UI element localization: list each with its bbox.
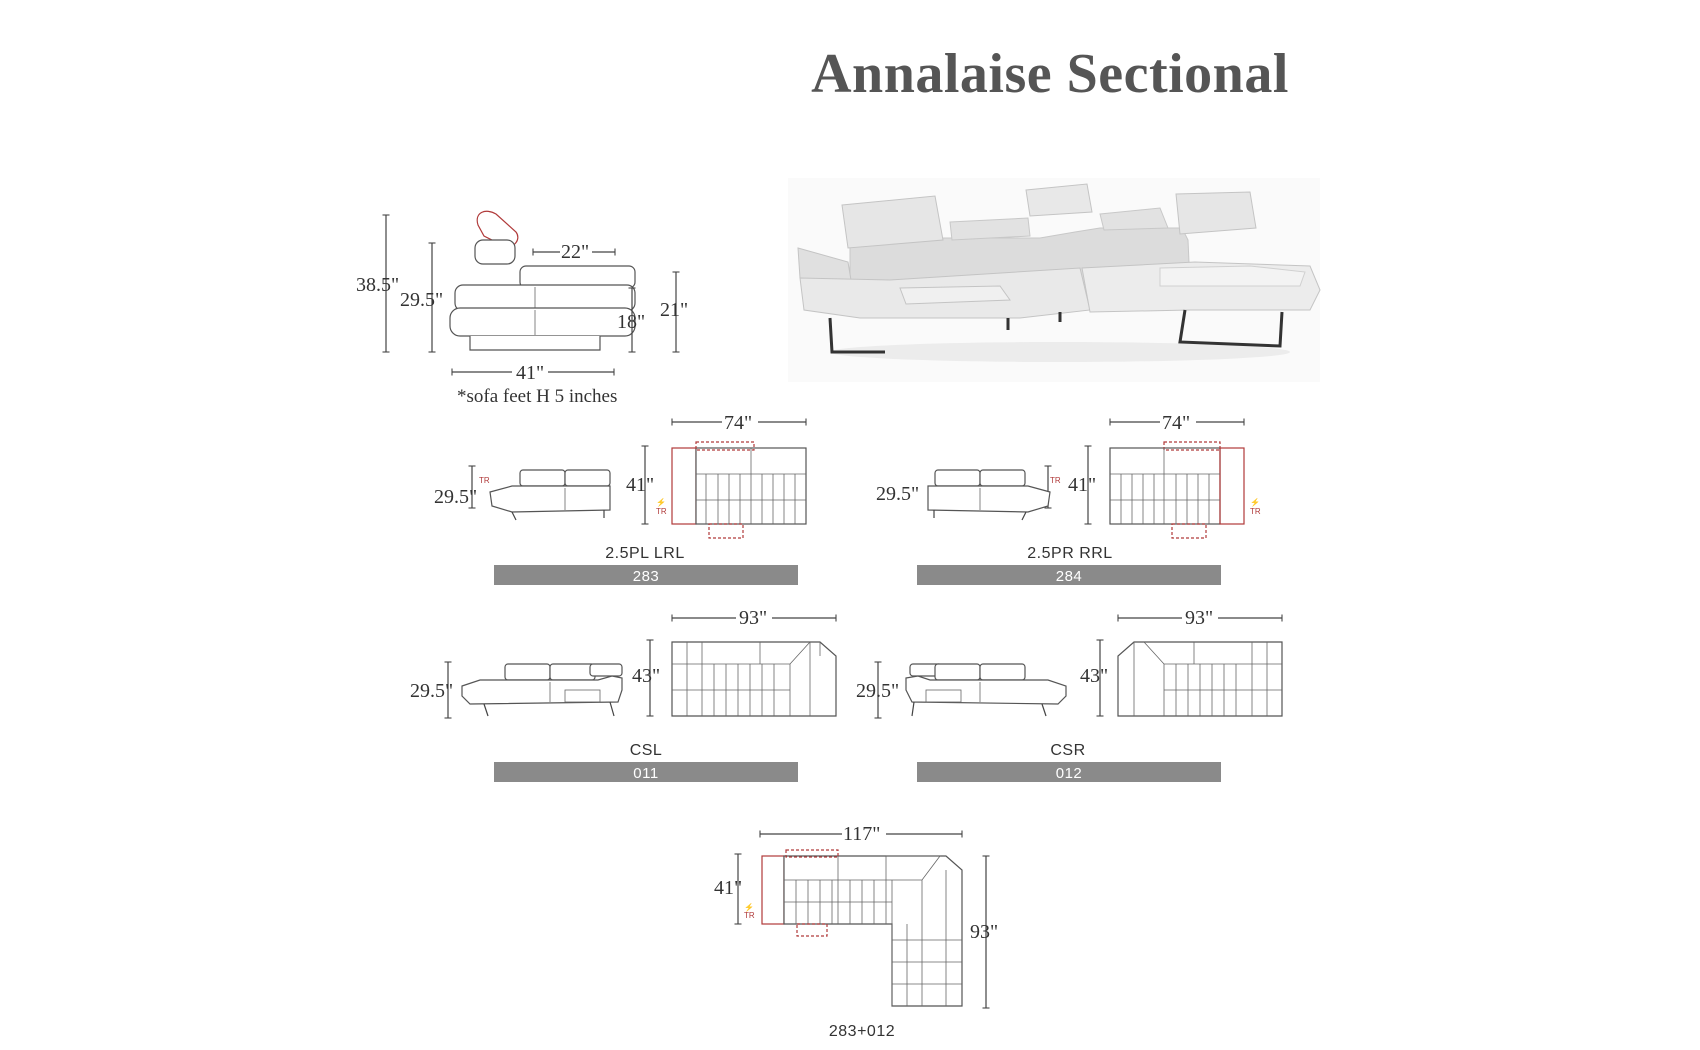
- photo-headrest-left: [841, 195, 944, 249]
- piece-code: 2.5PR RRL: [1027, 545, 1112, 562]
- piece-number: 011: [633, 765, 658, 782]
- side-feet: [469, 336, 601, 351]
- tr-label: TR: [744, 911, 755, 920]
- piece-code: CSR: [1050, 742, 1085, 759]
- side-view: 38.5" 29.5" 22" 18" 21" 41" *sofa feet H…: [356, 210, 688, 407]
- dim-combo-depth-left: 41": [714, 877, 742, 899]
- dim-side-height: 29.5": [876, 483, 919, 505]
- dim-width: 93": [1185, 607, 1213, 629]
- dim-depth: 41": [516, 362, 544, 384]
- dim-side-height: 29.5": [434, 486, 477, 508]
- piece-number: 284: [1056, 568, 1083, 585]
- piece-code: CSL: [630, 742, 663, 759]
- tr-label: TR: [1250, 507, 1261, 516]
- piece-number: 283: [633, 568, 660, 585]
- photo-headrest-middle: [1025, 183, 1093, 217]
- page-title: Annalaise Sectional: [811, 43, 1289, 105]
- feet-note: *sofa feet H 5 inches: [457, 386, 617, 407]
- side-headrest: [474, 239, 516, 265]
- dim-depth: 41": [1068, 474, 1096, 496]
- piece-284: TR 29.5" 74" 41" ⚡ TR 2.5PR RRL 284: [876, 410, 1261, 585]
- sofa-photo: [788, 178, 1321, 382]
- piece-number-bar: [494, 565, 798, 585]
- dim-depth: 41": [626, 474, 654, 496]
- dim-side-height: 29.5": [856, 680, 899, 702]
- tr-label: TR: [656, 507, 667, 516]
- combo-code: 283+012: [829, 1023, 895, 1040]
- dim-side-height: 29.5": [410, 680, 453, 702]
- svg-text:⚡: ⚡: [1250, 497, 1260, 507]
- piece-number-bar: [494, 762, 798, 782]
- piece-012: 29.5" 93" 43" CSR 012: [856, 606, 1283, 782]
- piece-number-bar: [917, 565, 1221, 585]
- dim-total-height: 38.5": [356, 274, 399, 296]
- tr-label: TR: [479, 476, 490, 485]
- svg-text:⚡: ⚡: [656, 497, 666, 507]
- dim-seat-height: 18": [617, 311, 645, 333]
- dim-back-height: 29.5": [400, 289, 443, 311]
- side-base: [449, 307, 636, 337]
- piece-code: 2.5PL LRL: [605, 545, 685, 562]
- dim-depth: 43": [632, 665, 660, 687]
- side-seat: [454, 284, 636, 312]
- dim-combo-width: 117": [843, 823, 880, 845]
- piece-number-bar: [917, 762, 1221, 782]
- dim-width: 74": [724, 412, 752, 434]
- dim-combo-depth-right: 93": [970, 921, 998, 943]
- piece-011: 29.5" 93" 43" CSL 011: [410, 606, 837, 782]
- tr-label: TR: [1050, 476, 1061, 485]
- piece-283: TR 29.5" 74" 41" ⚡ TR 2.5PL LRL 283: [434, 410, 807, 585]
- dim-headrest-depth: 22": [561, 241, 589, 263]
- combo-283-012: 117" 41" 93" ⚡ TR 283+012: [714, 822, 998, 1040]
- photo-headrest-right: [1175, 191, 1257, 235]
- dim-width: 93": [739, 607, 767, 629]
- piece-number: 012: [1056, 765, 1083, 782]
- dim-arm-height: 21": [660, 299, 688, 321]
- svg-text:⚡: ⚡: [744, 902, 754, 912]
- dim-width: 74": [1162, 412, 1190, 434]
- dim-depth: 43": [1080, 665, 1108, 687]
